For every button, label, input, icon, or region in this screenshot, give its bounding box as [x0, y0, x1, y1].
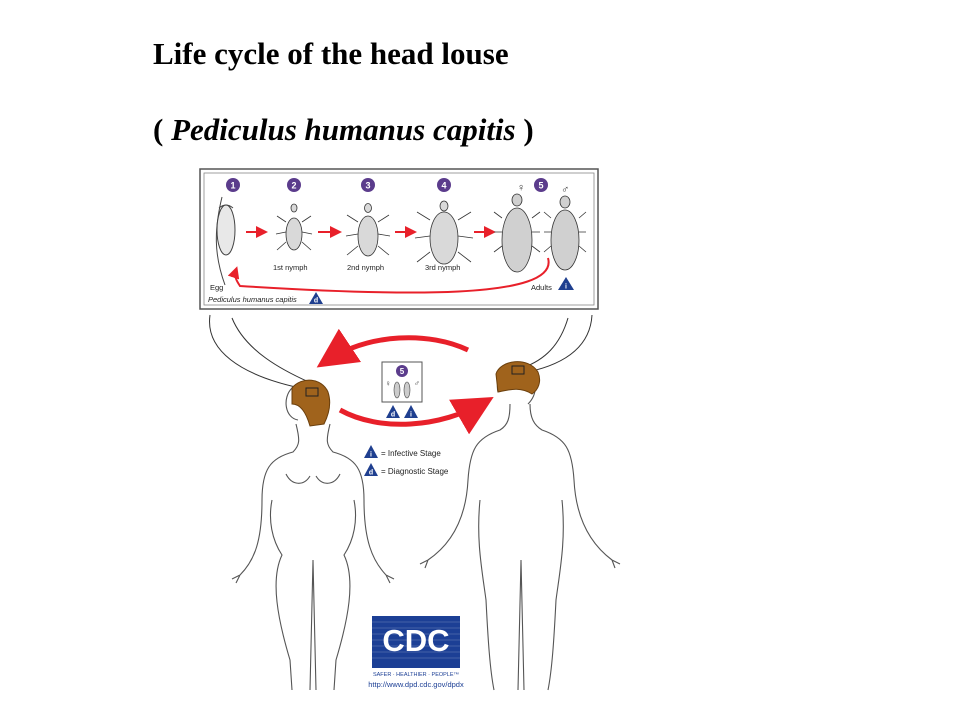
page-subtitle: ( Pediculus humanus capitis ) — [153, 112, 534, 148]
svg-text:i: i — [565, 284, 567, 291]
stage-circle-4: 4 — [437, 178, 451, 192]
transmission-diagnostic-badge: d — [386, 405, 400, 419]
stage-label-3rd-nymph: 3rd nymph — [425, 263, 460, 272]
stage-number-4: 4 — [441, 181, 446, 191]
subtitle-open-paren: ( — [153, 112, 172, 147]
nymph-2-icon — [345, 203, 391, 257]
transmission-arrow-to-female — [316, 328, 470, 368]
transmission-female-symbol: ♀ — [385, 379, 391, 388]
nymph-1-icon — [275, 203, 313, 251]
svg-text:d: d — [314, 298, 318, 305]
cdc-url: http://www.dpd.cdc.gov/dpdx — [368, 680, 464, 689]
stage-circle-5: 5 — [534, 178, 548, 192]
stage-circle-2: 2 — [287, 178, 301, 192]
transmission-adults-box: 5 ♀ ♂ d i — [381, 361, 423, 419]
svg-text:d: d — [391, 412, 395, 419]
legend-diagnostic: d = Diagnostic Stage — [364, 463, 449, 477]
cdc-logo-background — [372, 616, 460, 668]
male-symbol: ♂ — [561, 184, 569, 196]
cdc-logo: CDC SAFER · HEALTHIER · PEOPLE™ http://w… — [368, 616, 464, 689]
legend-infective-text: = Infective Stage — [381, 449, 441, 458]
connector-line-left-inner — [231, 317, 319, 387]
transmission-arrow-to-male — [338, 397, 494, 435]
egg-icon — [215, 196, 236, 286]
species-label: Pediculus humanus capitis — [208, 295, 297, 304]
legend: i = Infective Stage d = Diagnostic Stage — [364, 445, 449, 477]
cdc-logo-text: CDC — [382, 623, 449, 658]
stage-number-2: 2 — [291, 181, 296, 191]
stage-circle-3: 3 — [361, 178, 375, 192]
female-hair-sample-box — [305, 387, 319, 397]
legend-diagnostic-text: = Diagnostic Stage — [381, 467, 449, 476]
female-symbol: ♀ — [517, 182, 525, 194]
male-hair — [495, 361, 541, 395]
transmission-stage-number: 5 — [400, 367, 405, 376]
stage-label-egg: Egg — [210, 283, 223, 292]
transmission-male-symbol: ♂ — [414, 379, 420, 388]
nymph-3-icon — [414, 200, 474, 265]
adult-female-louse-icon — [493, 193, 541, 273]
mini-male-louse-icon — [403, 381, 411, 399]
stage-number-1: 1 — [230, 181, 235, 191]
stage-number-5: 5 — [538, 181, 543, 191]
cdc-tagline: SAFER · HEALTHIER · PEOPLE™ — [373, 672, 459, 678]
subtitle-close-paren: ) — [515, 112, 534, 147]
stage-number-3: 3 — [365, 181, 370, 191]
diagnostic-stage-badge: d — [309, 292, 323, 305]
stage-label-adults: Adults — [531, 283, 552, 292]
cycle-panel-inner-border — [203, 172, 595, 306]
cycle-panel: 1 2 3 4 5 ♀ ♂ — [199, 168, 599, 310]
legend-infective: i = Infective Stage — [364, 445, 441, 459]
male-hair-sample-box — [511, 365, 525, 375]
stage-label-1st-nymph: 1st nymph — [273, 263, 308, 272]
infective-stage-badge: i — [558, 277, 574, 291]
mini-female-louse-icon — [393, 381, 401, 399]
svg-text:i: i — [410, 412, 412, 419]
stage-label-2nd-nymph: 2nd nymph — [347, 263, 384, 272]
connector-line-left-outer — [209, 314, 301, 389]
female-hair — [291, 379, 331, 427]
cycle-return-arrow — [227, 257, 550, 294]
svg-text:d: d — [369, 470, 373, 477]
connector-line-right-outer — [527, 314, 593, 373]
transmission-infective-badge: i — [404, 405, 418, 419]
scientific-name: Pediculus humanus capitis — [171, 112, 516, 147]
female-figure — [231, 381, 395, 691]
adult-male-louse-icon — [543, 195, 587, 271]
svg-text:i: i — [370, 452, 372, 459]
page-title: Life cycle of the head louse — [153, 36, 509, 71]
stage-circle-1: 1 — [226, 178, 240, 192]
